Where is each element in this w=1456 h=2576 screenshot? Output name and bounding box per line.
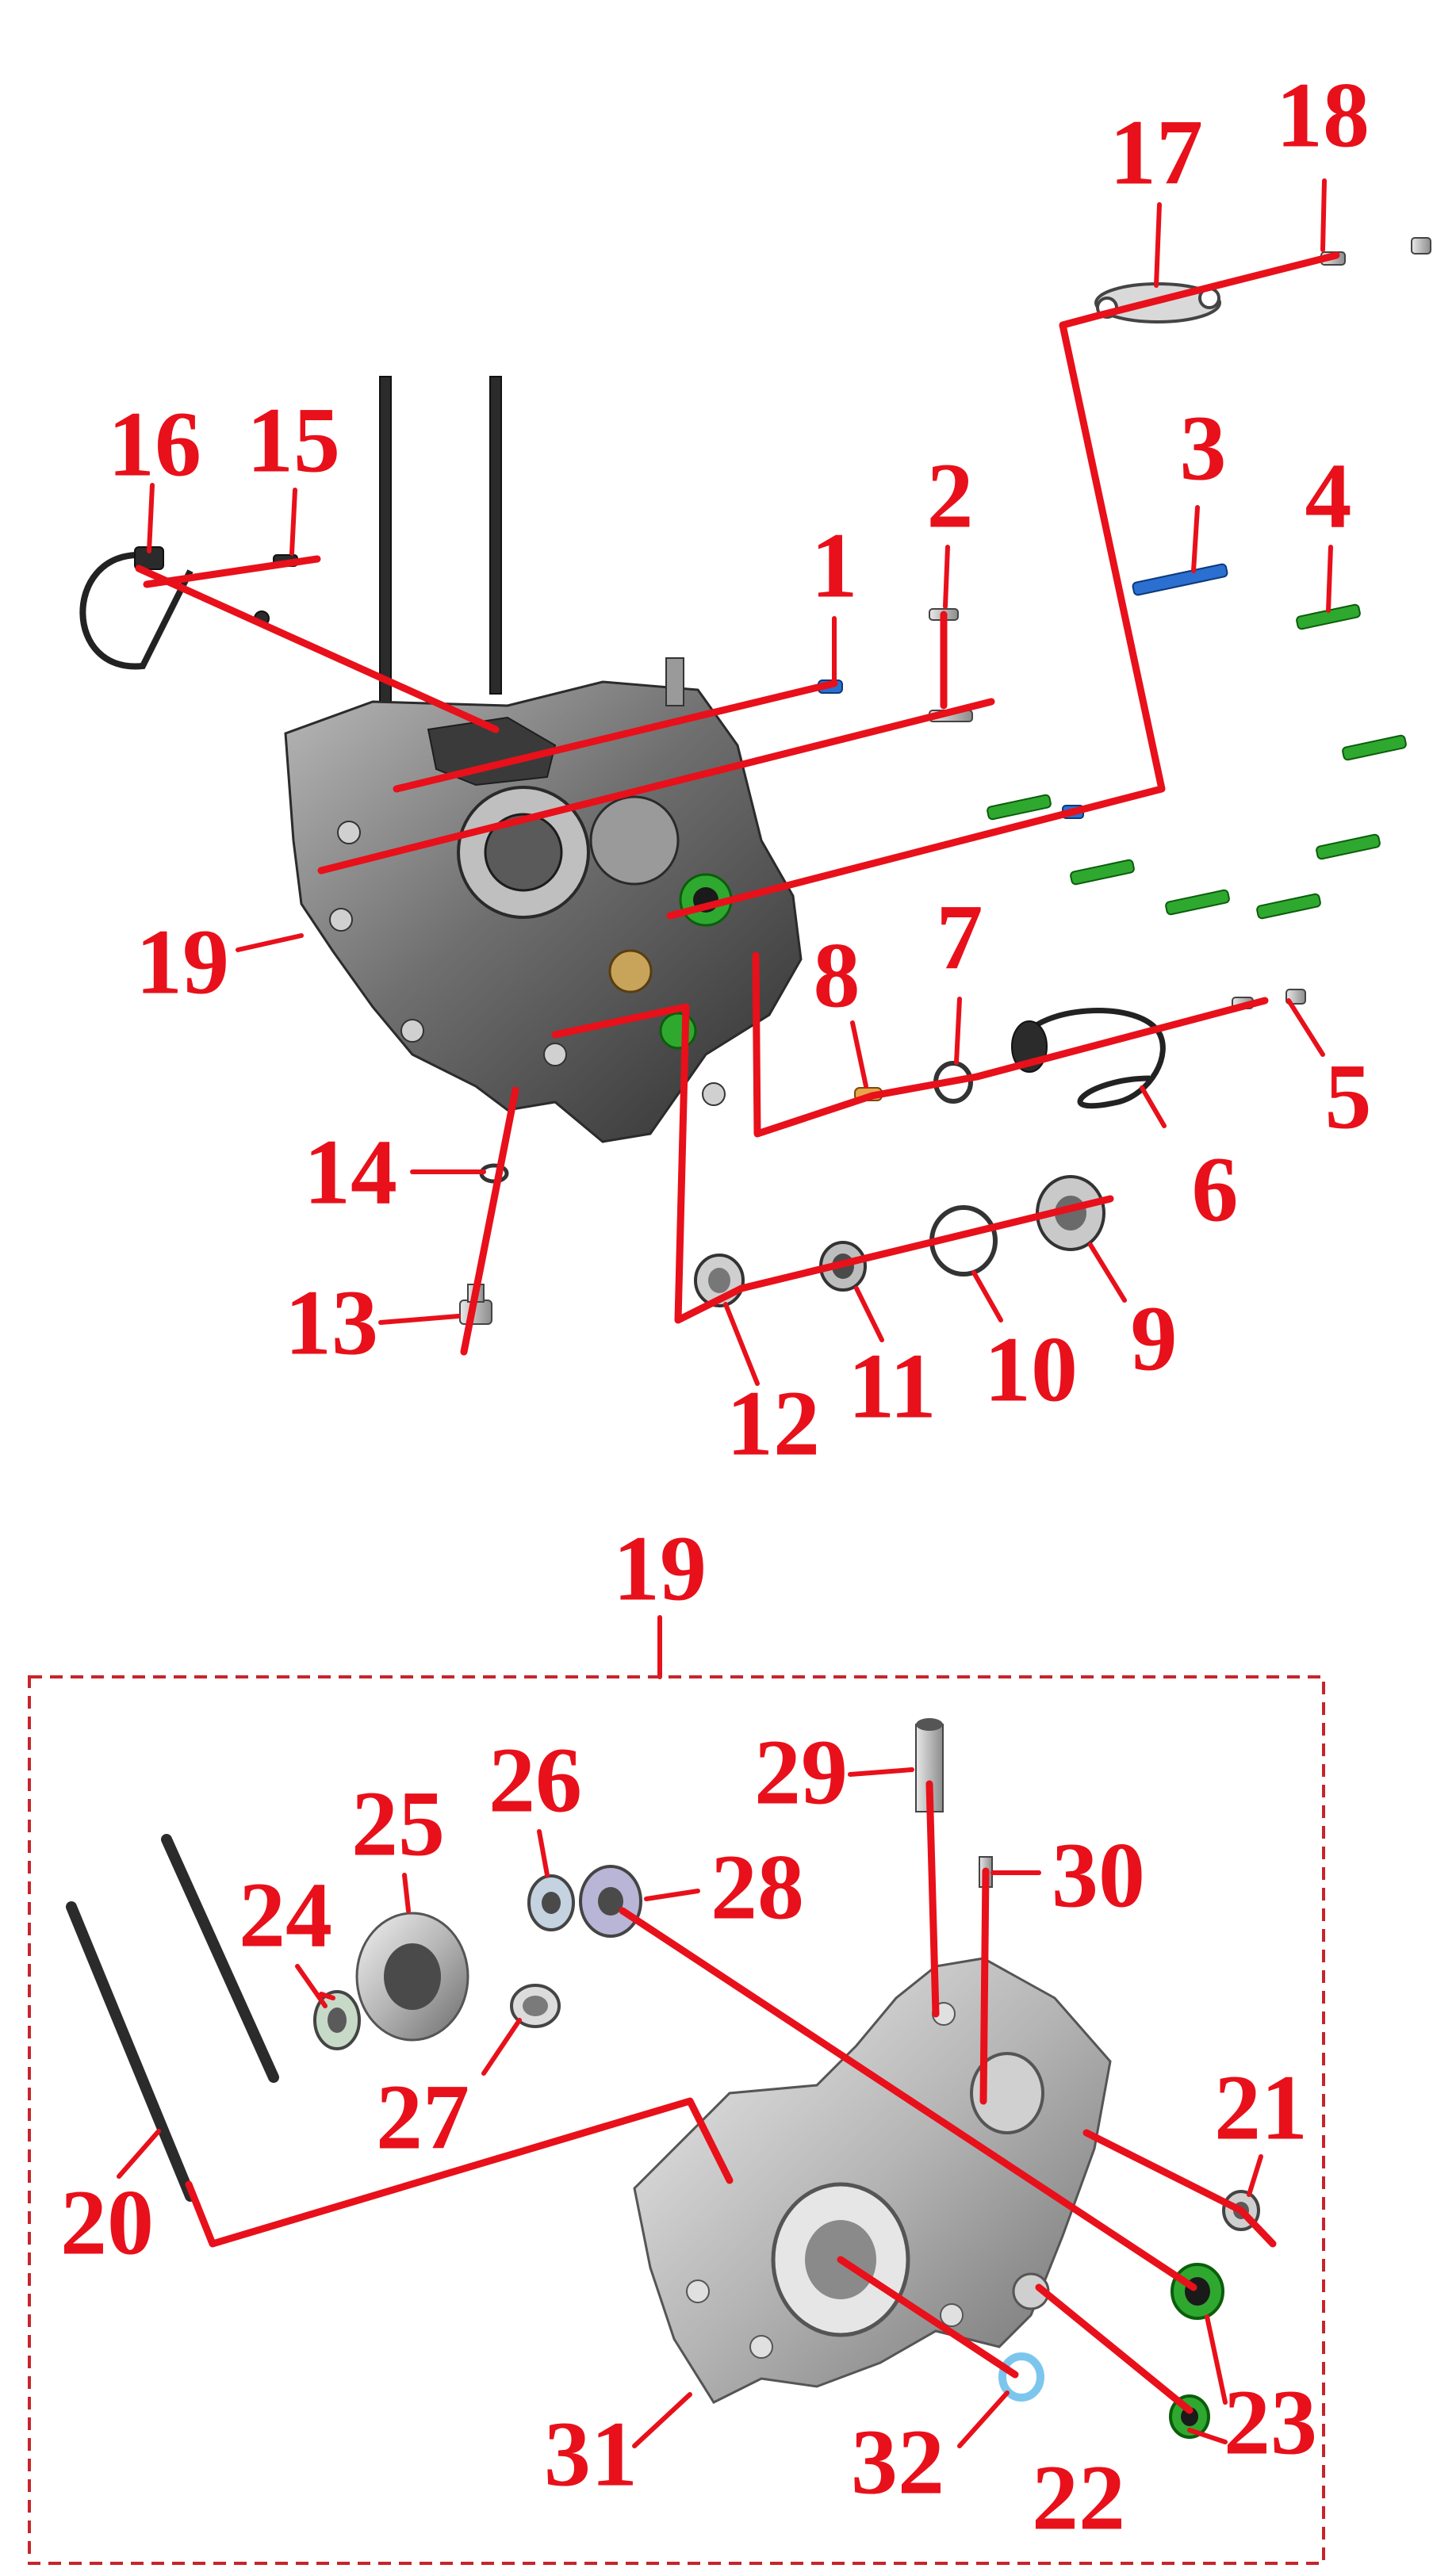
callout-24: 24 xyxy=(239,1863,332,1967)
callout-28: 28 xyxy=(711,1835,804,1939)
bolt-3 xyxy=(1132,563,1228,596)
callout-17: 17 xyxy=(1109,101,1203,205)
callout-19-upper: 19 xyxy=(136,910,229,1014)
callout-10: 10 xyxy=(984,1318,1078,1422)
callout-11: 11 xyxy=(848,1334,937,1438)
callout-21: 21 xyxy=(1214,2056,1308,2160)
lower-callout-ticks xyxy=(117,1767,1263,2448)
callout-12: 12 xyxy=(726,1372,820,1476)
callout-20: 20 xyxy=(60,2171,154,2275)
callout-31: 31 xyxy=(544,2402,638,2506)
lower-callout-numbers: 20 21 22 23 24 25 26 27 28 29 30 31 32 xyxy=(60,1721,1317,2550)
cylinder-studs xyxy=(379,376,502,718)
studs-20 xyxy=(66,1834,279,2202)
bearing-28 xyxy=(579,1865,642,1938)
callout-16: 16 xyxy=(108,392,201,496)
callout-9: 9 xyxy=(1131,1287,1178,1391)
left-crankcase xyxy=(633,1957,1112,2404)
cap-9 xyxy=(1036,1175,1105,1251)
needle-bearing-27 xyxy=(510,1984,561,2028)
upper-callout-ticks xyxy=(147,178,1333,1386)
callout-14: 14 xyxy=(304,1120,397,1224)
callout-25: 25 xyxy=(351,1772,445,1876)
oil-seal-23 xyxy=(1171,2263,1224,2320)
callout-19-lower: 19 xyxy=(613,1517,707,1621)
callout-6: 6 xyxy=(1192,1138,1239,1242)
washer-32 xyxy=(998,2352,1044,2402)
bearing-26 xyxy=(527,1874,575,1931)
upper-leader-lines xyxy=(135,251,1340,1356)
bearing-25 xyxy=(355,1912,469,2042)
callout-3: 3 xyxy=(1180,396,1227,500)
callout-29: 29 xyxy=(754,1721,848,1824)
callout-8: 8 xyxy=(814,924,860,1028)
callout-15: 15 xyxy=(247,389,340,492)
callout-5: 5 xyxy=(1325,1045,1372,1149)
bolts-4-group xyxy=(987,603,1407,920)
callout-4: 4 xyxy=(1305,444,1352,548)
sensor-with-cable xyxy=(79,546,270,670)
screw-18 xyxy=(1320,237,1431,266)
callout-27: 27 xyxy=(376,2065,469,2169)
callout-13: 13 xyxy=(285,1271,378,1375)
kit-19-frame xyxy=(28,1675,1325,2565)
callout-30: 30 xyxy=(1052,1824,1145,1927)
callout-1: 1 xyxy=(811,514,858,618)
upper-assembly: 1 2 3 4 5 6 7 8 9 10 11 12 13 14 15 16 1… xyxy=(79,63,1431,1476)
callout-22: 22 xyxy=(1032,2446,1125,2550)
upper-callout-numbers: 1 2 3 4 5 6 7 8 9 10 11 12 13 14 15 16 1… xyxy=(108,63,1372,1476)
callout-2: 2 xyxy=(927,444,974,548)
callout-18: 18 xyxy=(1276,63,1370,167)
lower-leader-lines xyxy=(185,1780,1277,2414)
callout-23: 23 xyxy=(1224,2371,1317,2475)
callout-32: 32 xyxy=(851,2410,944,2514)
lower-assembly: 19 xyxy=(28,1517,1325,2565)
callout-7: 7 xyxy=(937,886,983,989)
callout-26: 26 xyxy=(489,1728,582,1832)
